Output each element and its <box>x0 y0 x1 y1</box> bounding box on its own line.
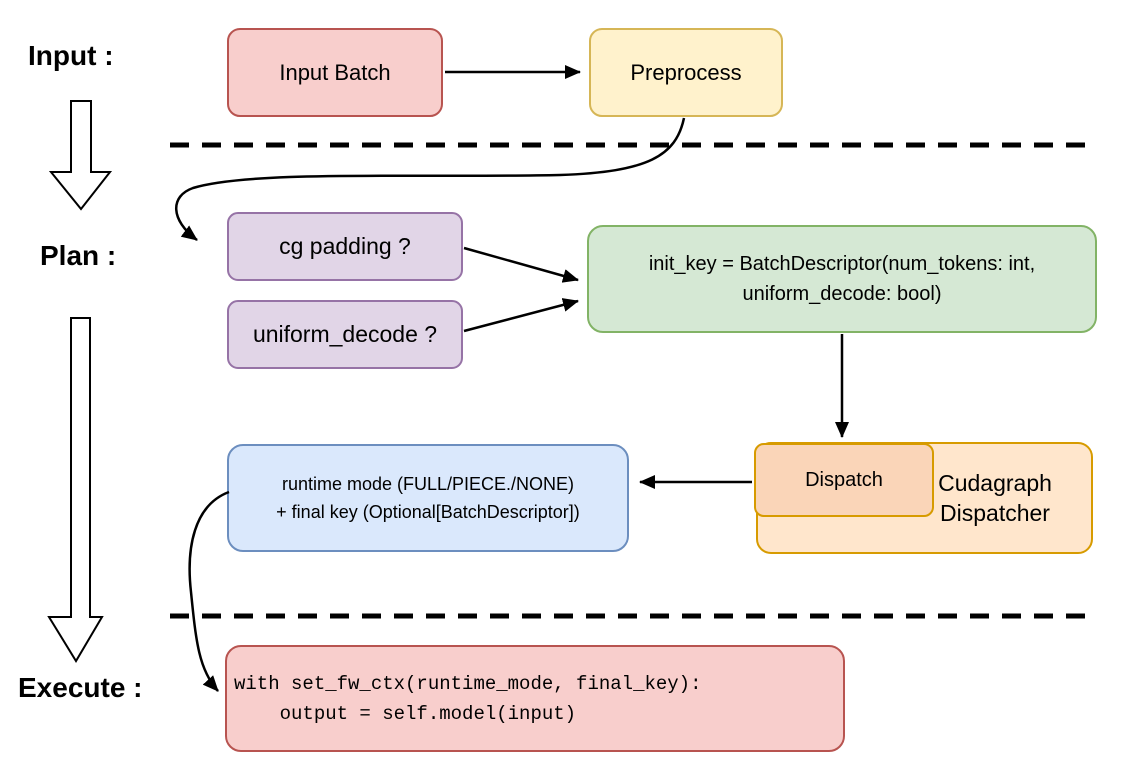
node-uniform-decode: uniform_decode ? <box>227 300 463 369</box>
node-cudagraph-dispatcher-label: Cudagraph Dispatcher <box>938 470 1052 526</box>
node-input-batch-label: Input Batch <box>279 59 391 85</box>
node-execute-code-line2: output = self.model(input) <box>234 702 577 725</box>
stage-label-plan: Plan : <box>40 240 117 271</box>
node-preprocess-label: Preprocess <box>630 59 742 85</box>
node-runtime-output-line2: + final key (Optional[BatchDescriptor]) <box>276 502 580 522</box>
node-input-batch: Input Batch <box>227 28 443 117</box>
node-preprocess: Preprocess <box>589 28 783 117</box>
stage-label-execute: Execute : <box>18 672 143 703</box>
node-runtime-output: runtime mode (FULL/PIECE./NONE) + final … <box>227 444 629 552</box>
stage-label-input: Input : <box>28 40 114 71</box>
node-cg-padding-label: cg padding ? <box>279 233 411 260</box>
node-init-key-line1: init_key = BatchDescriptor(num_tokens: i… <box>648 253 1036 275</box>
stage-flow-arrow-input-to-plan <box>48 100 113 211</box>
edge-uniform-decode-to-init-key <box>463 298 579 333</box>
edge-cg-padding-to-init-key <box>463 246 579 283</box>
node-dispatch: Dispatch <box>754 443 934 517</box>
node-uniform-decode-label: uniform_decode ? <box>252 321 438 348</box>
edge-runtime-output-to-execute-code <box>188 490 230 692</box>
node-dispatch-label: Dispatch <box>805 468 883 491</box>
node-execute-code-line1: with set_fw_ctx(runtime_mode, final_key)… <box>234 672 702 695</box>
node-execute-code: with set_fw_ctx(runtime_mode, final_key)… <box>225 645 845 752</box>
node-init-key: init_key = BatchDescriptor(num_tokens: i… <box>587 225 1097 333</box>
stage-flow-arrow-plan-to-execute <box>47 317 104 663</box>
node-runtime-output-line1: runtime mode (FULL/PIECE./NONE) <box>281 474 575 494</box>
node-init-key-line2: uniform_decode: bool) <box>742 283 942 305</box>
node-cg-padding: cg padding ? <box>227 212 463 281</box>
